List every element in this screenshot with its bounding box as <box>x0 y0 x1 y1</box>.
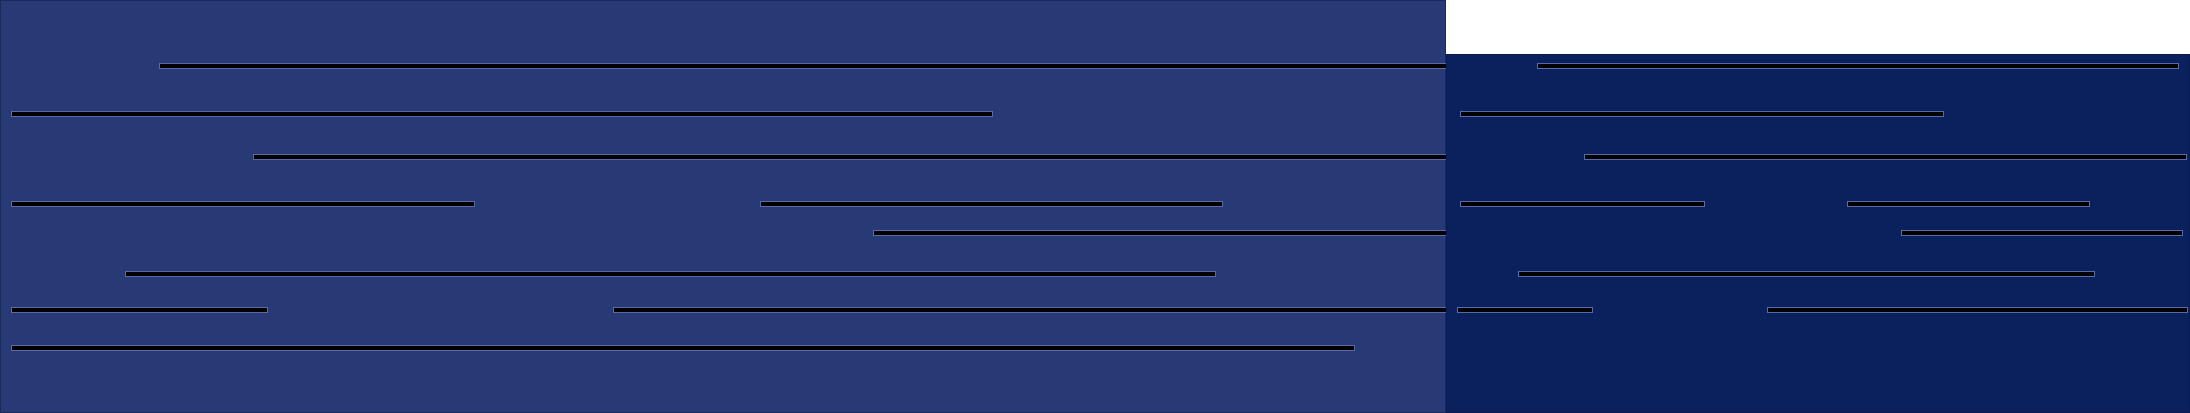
line-13 <box>1584 154 2187 160</box>
line-15 <box>1847 201 2090 207</box>
line-16 <box>1901 230 2183 236</box>
line-5 <box>760 201 1223 207</box>
right-panel <box>1446 54 2190 413</box>
line-1 <box>159 63 1449 69</box>
line-10 <box>11 345 1355 351</box>
line-11 <box>1537 63 2179 69</box>
line-14 <box>1460 201 1705 207</box>
line-19 <box>1767 307 2188 313</box>
line-9 <box>613 307 1455 313</box>
line-3 <box>253 154 1454 160</box>
line-4 <box>11 201 475 207</box>
line-8 <box>11 307 268 313</box>
line-12 <box>1460 111 1944 117</box>
line-17 <box>1518 271 2095 277</box>
left-panel <box>0 0 1455 413</box>
line-6 <box>873 230 1449 236</box>
line-7 <box>125 271 1216 277</box>
line-2 <box>11 111 993 117</box>
line-18 <box>1457 307 1593 313</box>
